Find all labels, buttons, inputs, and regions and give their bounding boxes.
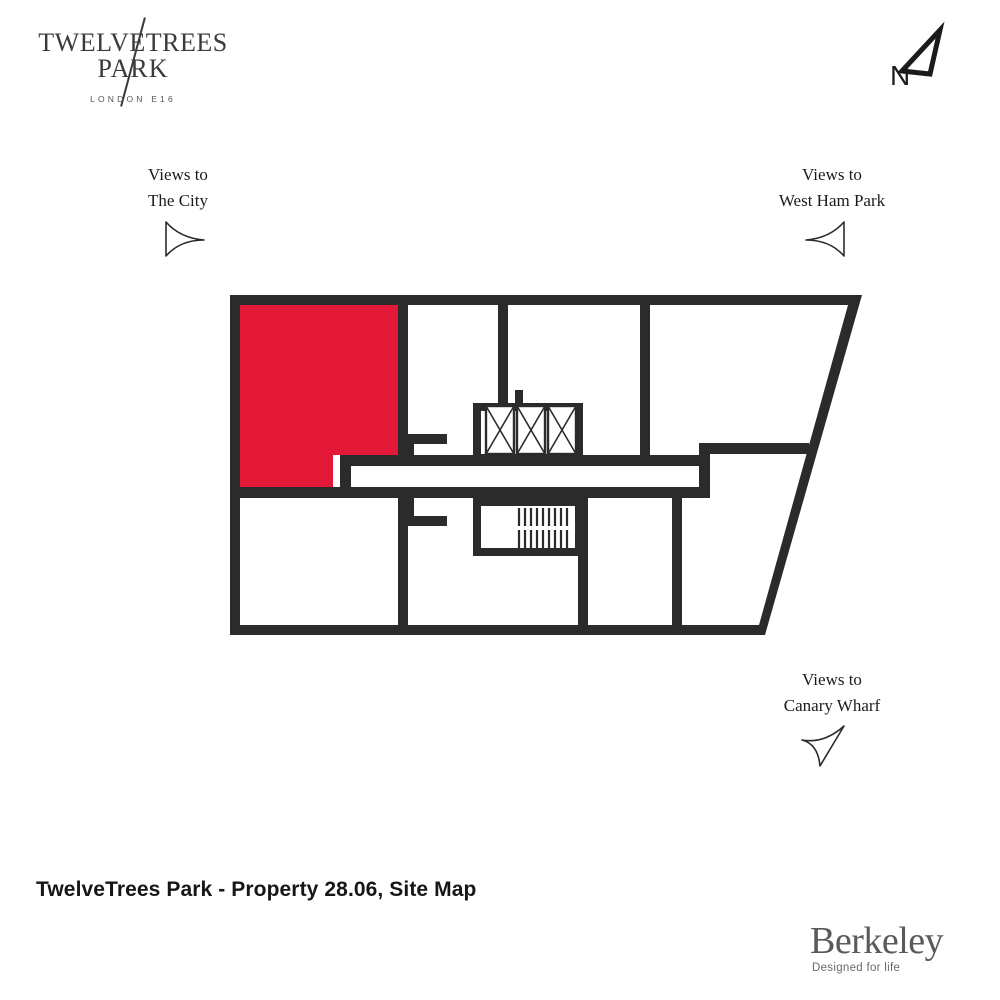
view-note-line1: Views to: [802, 165, 862, 184]
north-arrow-icon: [896, 21, 945, 77]
lower-wall-horizontal-left: [230, 487, 350, 498]
page-title: TwelveTrees Park - Property 28.06, Site …: [36, 878, 477, 901]
berkeley-tagline: Designed for life: [812, 962, 901, 974]
berkeley-name: Berkeley: [810, 920, 944, 962]
view-note-line1: Views to: [148, 165, 208, 184]
logo-line-twelvetrees: TwelveTrees: [38, 28, 228, 57]
lift-shafts: [484, 404, 578, 456]
view-note-line1: Views to: [802, 670, 862, 689]
corridor-step-ledge: [699, 443, 809, 454]
view-note-canary-wharf: Views to Canary Wharf: [748, 667, 916, 720]
lift-shaft-1-icon: [484, 404, 516, 456]
highlighted-unit-28-06[interactable]: [240, 305, 398, 487]
compass-north-label: N: [890, 60, 911, 91]
partition-wall-lower-3: [672, 498, 682, 625]
stair-core-enclosure: [473, 498, 583, 556]
view-cone-canary-wharf-icon: [800, 722, 850, 770]
core-riser-stub: [515, 390, 523, 404]
view-note-west-ham-park: Views to West Ham Park: [748, 162, 916, 215]
berkeley-logo: Berkeley Designed for life: [810, 920, 966, 978]
view-note-line2: West Ham Park: [778, 191, 886, 211]
partition-wall-upper-2: [498, 295, 508, 413]
view-cone-west-ham-park-icon: [804, 218, 850, 260]
north-compass: N: [882, 16, 972, 96]
logo-line-park: Park: [97, 54, 169, 83]
lift-shaft-2-icon: [515, 404, 547, 456]
stair-flight-lower-icon: [517, 530, 569, 548]
view-note-line2: Canary Wharf: [783, 696, 881, 716]
stair-flights: [517, 508, 569, 548]
recess-wall-upper-left: [404, 434, 447, 463]
partition-wall-upper-1: [398, 295, 408, 465]
partition-wall-lower-1: [398, 498, 408, 625]
corridor-wall-north: [340, 455, 710, 466]
view-note-line2: The City: [148, 191, 208, 211]
logo-line-location: London E16: [90, 94, 176, 104]
view-note-the-city: Views to The City: [108, 162, 248, 215]
recess-wall-lower-left: [404, 498, 447, 526]
stair-flight-upper-icon: [517, 508, 569, 526]
partition-wall-lower-2: [578, 498, 588, 625]
twelvetrees-park-logo: TwelveTrees Park London E16: [28, 14, 238, 112]
view-cone-the-city-icon: [160, 218, 206, 260]
lift-shaft-3-icon: [546, 404, 578, 456]
corridor-wall-south: [340, 487, 710, 498]
wall-group: [230, 295, 862, 635]
corridor-wall-west-cap: [340, 455, 351, 498]
corridor-wall-east-step: [699, 443, 710, 498]
partition-wall-upper-3: [640, 295, 650, 463]
